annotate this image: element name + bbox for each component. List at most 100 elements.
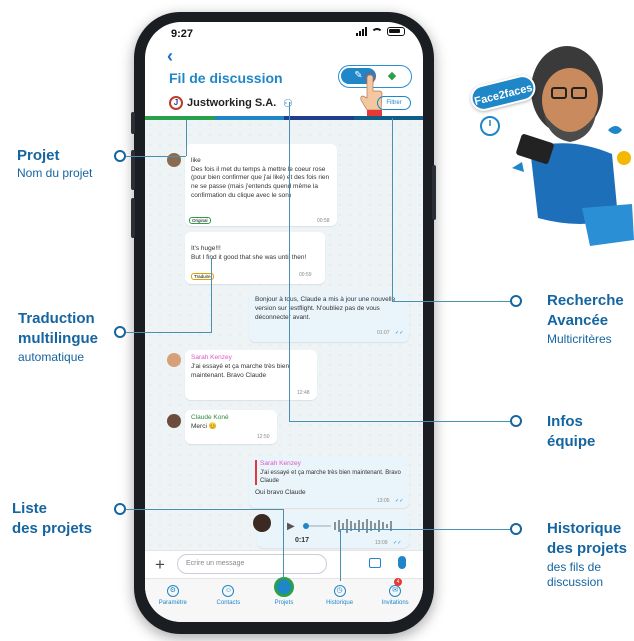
annotation-dot xyxy=(114,326,126,338)
signal-icon xyxy=(356,27,367,36)
annotation-recherche-sub: Multicritères xyxy=(547,332,612,346)
tab-label: Historique xyxy=(326,600,354,606)
connector-line xyxy=(392,301,510,302)
message-text: Oui bravo Claude xyxy=(255,488,306,496)
connector-line xyxy=(126,156,186,157)
voice-duration: 0:17 xyxy=(295,537,310,544)
filter-button[interactable]: Filtrer xyxy=(377,96,411,110)
add-attachment-button[interactable]: + xyxy=(155,555,165,574)
tab-label: Contacts xyxy=(216,600,241,606)
color-stripe xyxy=(145,116,423,120)
phone-button xyxy=(432,165,436,220)
connector-line xyxy=(211,258,212,333)
message-bubble[interactable]: Sarah Kenzey J'ai essayé et ça marche tr… xyxy=(249,456,409,508)
tab-label: Invitations xyxy=(381,600,409,606)
bottom-tab-bar: ⚙Paramètre ☺ Contacts Projets ◷Historique… xyxy=(145,577,423,622)
tab-contacts[interactable]: ☺ Contacts xyxy=(201,579,257,622)
connector-line xyxy=(283,509,284,579)
connector-line xyxy=(289,421,510,422)
message-time: 01:07 xyxy=(377,330,390,336)
stripe-segment xyxy=(353,116,423,120)
translate-tag[interactable]: Traduire xyxy=(191,273,214,280)
contacts-icon: ☺ xyxy=(222,585,235,597)
quote-sender: Sarah Kenzey xyxy=(260,460,301,467)
connector-line xyxy=(126,332,212,333)
message-text: Bonjour à tous, Claude a mis à jour une … xyxy=(255,296,396,321)
phone-button xyxy=(131,112,135,134)
annotation-projet-sub: Nom du projet xyxy=(17,166,93,180)
annotation-liste-l1: Liste xyxy=(12,500,48,517)
message-text: It's huge!!! But I find it good that she… xyxy=(191,244,307,261)
avatar xyxy=(167,414,181,428)
read-check-icon: ✓✓ xyxy=(393,540,402,546)
message-text: like Des fois il met du temps à mettre l… xyxy=(191,156,330,199)
projects-icon xyxy=(273,577,294,597)
connector-line xyxy=(126,509,284,510)
annotation-projet-title: Projet xyxy=(17,147,60,164)
annotation-dot xyxy=(510,415,522,427)
quoted-reply[interactable]: Sarah Kenzey J'ai essayé et ça marche tr… xyxy=(255,460,403,485)
chat-area[interactable]: like Des fois il met du temps à mettre l… xyxy=(145,120,423,550)
message-time: 12:48 xyxy=(297,390,310,396)
message-time: 13:09 xyxy=(375,540,388,546)
stripe-segment xyxy=(214,116,284,120)
connector-line xyxy=(392,118,393,302)
annotation-dot xyxy=(510,523,522,535)
voice-message[interactable]: ▶ 0:17 13:09 ✓✓ xyxy=(253,512,409,548)
camera-icon[interactable] xyxy=(369,558,381,568)
annotation-recherche-l1: Recherche xyxy=(547,292,624,309)
page-title: Fil de discussion xyxy=(169,70,283,86)
wifi-icon xyxy=(371,27,383,36)
tab-parametre[interactable]: ⚙Paramètre xyxy=(145,579,201,622)
invitations-badge: 4 xyxy=(394,578,402,586)
phone-screen: 9:27 ‹ Fil de discussion ✎ ◆ J Justworki… xyxy=(145,22,423,622)
annotation-recherche-l2: Avancée xyxy=(547,312,609,329)
message-sender: Claude Koné xyxy=(191,414,229,421)
avatar xyxy=(253,514,271,532)
mascot-illustration xyxy=(480,46,634,246)
annotation-traduction-l2: multilingue xyxy=(18,330,98,347)
layers-icon[interactable]: ◆ xyxy=(387,70,397,82)
message-bubble[interactable]: Sarah Kenzey J'ai essayé et ça marche tr… xyxy=(185,350,317,400)
team-info-icon[interactable]: ⚇ xyxy=(283,98,293,110)
original-tag[interactable]: Original xyxy=(189,217,211,224)
project-name[interactable]: J Justworking S.A. xyxy=(169,96,276,110)
gear-icon: ⚙ xyxy=(166,585,179,597)
avatar xyxy=(167,353,181,367)
message-time: 12:50 xyxy=(257,434,270,440)
tab-historique[interactable]: ◷Historique xyxy=(312,579,368,622)
status-time: 9:27 xyxy=(171,28,194,40)
company-logo-icon: J xyxy=(169,96,183,110)
connector-line xyxy=(340,529,341,581)
annotation-historique-l2: des projets xyxy=(547,540,628,557)
phone-button xyxy=(131,198,135,238)
stripe-segment xyxy=(145,116,215,120)
message-bubble[interactable]: like Des fois il met du temps à mettre l… xyxy=(185,144,337,226)
waveform-icon xyxy=(303,519,392,533)
annotation-dot xyxy=(114,150,126,162)
composer: + Ecrire un message xyxy=(145,550,423,578)
invitation-icon: ✉ xyxy=(389,585,402,597)
annotation-traduction-l1: Traduction xyxy=(18,310,95,327)
tab-projets[interactable]: Projets xyxy=(256,577,312,622)
message-text: J'ai essayé et ça marche très bien maint… xyxy=(191,362,290,379)
back-button[interactable]: ‹ xyxy=(167,46,173,66)
status-bar: 9:27 xyxy=(145,22,423,46)
annotation-historique-l1: Historique xyxy=(547,520,622,537)
message-input[interactable]: Ecrire un message xyxy=(177,554,327,574)
stripe-segment xyxy=(284,116,354,120)
play-icon[interactable]: ▶ xyxy=(287,521,295,532)
microphone-icon[interactable] xyxy=(398,556,406,569)
message-bubble[interactable]: Claude Koné Merci 😊 xyxy=(185,410,277,444)
quote-text: J'ai essayé et ça marche très bien maint… xyxy=(260,469,401,484)
annotation-infos-l1: Infos xyxy=(547,413,583,430)
annotation-dot xyxy=(114,503,126,515)
battery-icon xyxy=(387,27,405,36)
connector-line xyxy=(289,102,290,422)
message-time: 00:58 xyxy=(317,218,330,224)
message-time: 00:59 xyxy=(299,272,312,278)
message-bubble[interactable]: It's huge!!! But I find it good that she… xyxy=(185,232,325,284)
message-bubble[interactable]: Bonjour à tous, Claude a mis à jour une … xyxy=(249,292,409,342)
read-check-icon: ✓✓ xyxy=(395,330,404,336)
